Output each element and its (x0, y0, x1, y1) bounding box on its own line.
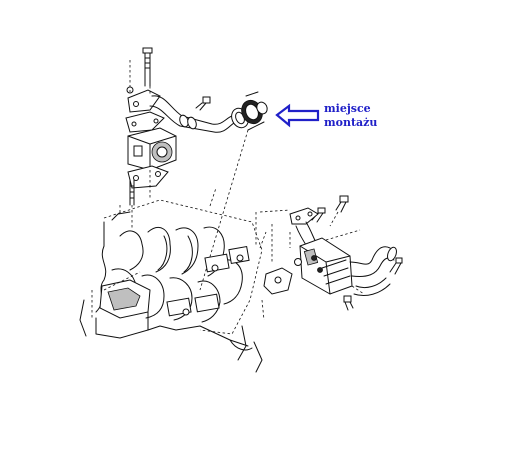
gasket-upper (125, 111, 165, 133)
gasket-right-top (289, 207, 319, 225)
left-arrow-icon (275, 103, 320, 128)
egr-cooler-assembly (255, 195, 403, 321)
small-bolt-pipe (195, 96, 211, 111)
bolt-right-top (329, 195, 349, 227)
mounting-location-label: miejsce montażu (324, 102, 394, 130)
label-line-2: montażu (324, 116, 378, 129)
egr-cooler-body (299, 237, 353, 295)
mounting-gasket (231, 91, 268, 131)
intake-manifold (79, 187, 263, 373)
label-line-1: miejsce (324, 102, 371, 115)
bolt-right-side (389, 257, 403, 275)
o-ring (294, 258, 302, 266)
long-bolt (142, 47, 153, 87)
manifold-bracket (79, 279, 151, 339)
egr-pipe (149, 95, 237, 133)
egr-valve (127, 127, 177, 171)
pipe-flange-upper (127, 89, 161, 113)
bolt-right-bottom (343, 295, 354, 311)
egr-top-assembly (119, 47, 268, 291)
stud-bolt (129, 179, 135, 206)
egr-pipe-right (349, 246, 397, 297)
